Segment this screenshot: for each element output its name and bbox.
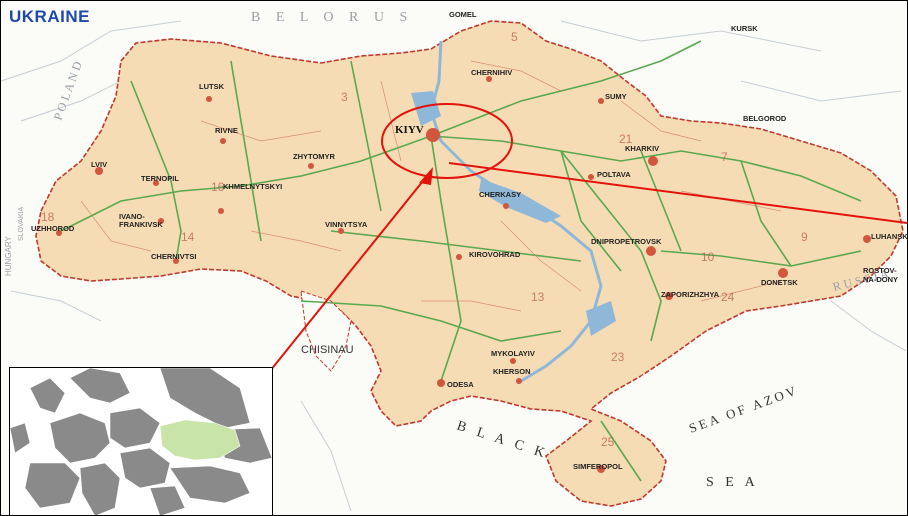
city-label: DNIPROPETROVSK <box>591 237 662 246</box>
svg-text:23: 23 <box>611 350 625 364</box>
city-labels: LVIV LUTSK RIVNE TERNOPIL KHMELNYTSKYI Z… <box>31 10 907 471</box>
map-title: UKRAINE <box>9 7 90 26</box>
city-label-kyiv: KIYV <box>395 124 424 136</box>
city-label: SUMY <box>605 92 627 101</box>
label-chisinau: CHISINAU <box>301 344 354 356</box>
svg-text:5: 5 <box>511 30 518 44</box>
city-label: BELGOROD <box>743 114 787 123</box>
svg-text:18: 18 <box>41 210 55 224</box>
kyiv-highlight-circle <box>381 103 513 179</box>
label-hungary: HUNGARY <box>4 235 13 276</box>
arrow-to-right <box>448 162 907 224</box>
city-label: KHARKIV <box>625 144 659 153</box>
city-label: POLTAVA <box>597 170 631 179</box>
city-label: KURSK <box>731 24 758 33</box>
city-label: LUTSK <box>199 82 225 91</box>
city-label: LVIV <box>91 160 107 169</box>
city-label: SIMFEROPOL <box>573 462 623 471</box>
europe-inset-map <box>9 367 273 515</box>
city-label: IVANO- <box>119 212 145 221</box>
city-label: FRANKIVSK <box>119 220 163 229</box>
city-label: GOMEL <box>449 10 477 19</box>
city-label: CHERNIHIV <box>471 68 512 77</box>
city-label: KHERSON <box>493 367 531 376</box>
svg-text:21: 21 <box>619 132 633 146</box>
city-markers <box>56 76 871 473</box>
arrow-to-inset <box>265 170 432 377</box>
city-label: KHMELNYTSKYI <box>223 182 282 191</box>
label-belorus: B E L O R U S <box>251 10 413 25</box>
svg-text:14: 14 <box>181 230 195 244</box>
inset-ukraine <box>159 419 241 461</box>
city-label: CHERNIVTSI <box>151 252 196 261</box>
svg-text:24: 24 <box>721 290 735 304</box>
city-label: VINNYTSYA <box>325 220 368 229</box>
svg-text:7: 7 <box>721 150 728 164</box>
city-label: CHERKASY <box>479 190 521 199</box>
svg-text:25: 25 <box>601 435 615 449</box>
label-sea: S E A <box>706 475 759 490</box>
svg-text:10: 10 <box>701 250 715 264</box>
svg-text:3: 3 <box>341 90 348 104</box>
city-label: ODESA <box>447 380 474 389</box>
inset-europe-land <box>10 368 272 515</box>
city-label: ZAPORIZHZHYA <box>661 290 720 299</box>
svg-text:13: 13 <box>531 290 545 304</box>
sea-of-azov <box>641 331 801 399</box>
city-label: ZHYTOMYR <box>293 152 336 161</box>
label-slovakia: SLOVAKIA <box>18 207 25 241</box>
city-label: RIVNE <box>215 126 238 135</box>
svg-text:16: 16 <box>211 180 225 194</box>
city-label: KIROVOHRAD <box>469 250 521 259</box>
city-label: MYKOLAYIV <box>491 349 535 358</box>
arrow-head <box>419 167 433 185</box>
city-label: NA-DONY <box>863 275 898 284</box>
svg-text:9: 9 <box>801 230 808 244</box>
city-label: TERNOPIL <box>141 174 179 183</box>
city-label: LUHANSK <box>871 232 907 241</box>
city-label: DONETSK <box>761 278 798 287</box>
city-label: UZHHOROD <box>31 224 75 233</box>
city-label: ROSTOV- <box>863 266 897 275</box>
